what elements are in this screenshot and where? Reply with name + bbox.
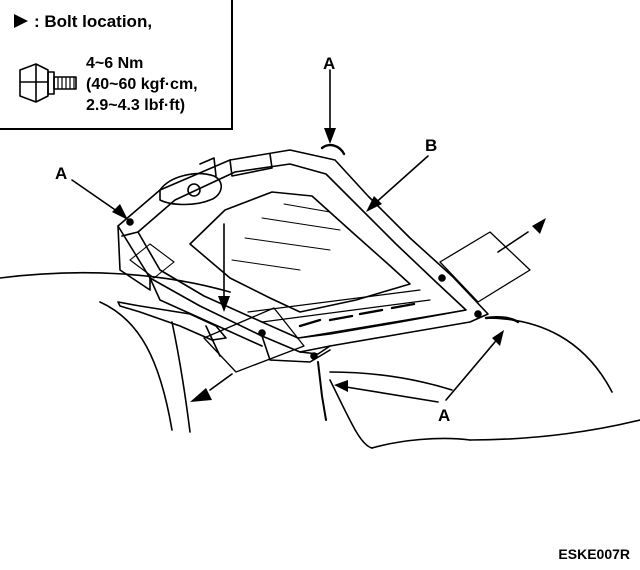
arrowhead-a-bottom-1 [334,380,348,392]
front-bracket [121,231,139,237]
bolt-marker-arrow-lower [190,388,212,402]
glass-opening [189,191,411,313]
pillar-curve [329,379,373,449]
sunroof-frame-outer [117,149,489,353]
arrowhead-a-bottom-2 [492,330,504,346]
front-rail [117,225,151,291]
bolt-dot [474,310,482,318]
bolt-marker-line-right [497,231,529,253]
arrowhead-a-top [324,128,336,144]
torque-spec: 4~6 Nm (40~60 kgf·cm, 2.9~4.3 lbf·ft) [86,53,198,116]
torque-nm: 4~6 Nm [86,55,144,72]
drain-hose-rear-right [484,316,520,324]
pillar-base [371,437,471,449]
sunroof-frame-inner [137,163,467,339]
bolt-area-panel-right [439,231,531,303]
side-deflector-left [117,301,227,341]
drain-tube-left [205,325,221,357]
bolt-marker-line-lower [209,373,233,391]
rear-rail [261,335,331,363]
bolt-dot [438,274,446,282]
motor-gear [187,183,201,197]
callout-a-top: A [323,54,336,73]
bolt-dot [126,218,134,226]
bolt-marker-arrow-center [218,296,230,312]
drain-hose-rear-left [317,361,327,421]
arrowhead-a-left [112,204,128,220]
body-curve-right-upper [485,317,613,393]
motor-tab [199,157,217,177]
leader-a-bottom-2 [445,335,501,401]
bolt-area-panel-lower [203,307,305,373]
front-guide [229,153,273,177]
bolt-dot [310,352,318,360]
bolt-marker-arrow-right [532,218,546,234]
legend-bolt-location: : Bolt location, [14,12,152,32]
rail-slats [298,302,416,328]
body-curve-inner [99,301,173,431]
arrowhead-b [366,196,382,212]
torque-kgfcm: (40~60 kgf·cm, [86,76,198,93]
motor-housing [159,172,222,206]
callout-b: B [425,136,438,155]
bolt-location-arrow-icon [14,14,28,28]
callout-a-left: A [55,164,68,183]
body-curve-left [171,321,191,433]
body-curve-mid [329,371,453,391]
drain-tube-top [320,143,346,156]
legend-box: : Bolt location, 4~6 Nm (40~60 kgf·cm, 2… [0,0,233,130]
bolt-location-label: : Bolt location, [34,12,153,31]
roof-edge-curve-left [0,271,231,293]
bolt-dot [258,329,266,337]
torque-lbfft: 2.9~4.3 lbf·ft) [86,97,186,114]
callout-a-bottom: A [438,406,451,425]
bolt-area-panel-front [129,243,175,279]
glass-shading [231,203,341,271]
body-curve-right-lower [469,419,640,441]
figure-code: ESKE007R [558,546,630,562]
leader-b [371,155,429,207]
side-rail-left [149,277,263,347]
leader-a-bottom-1 [339,385,439,403]
bolt-icon [19,63,77,103]
rear-bracket [299,345,331,355]
cross-members [247,289,467,339]
